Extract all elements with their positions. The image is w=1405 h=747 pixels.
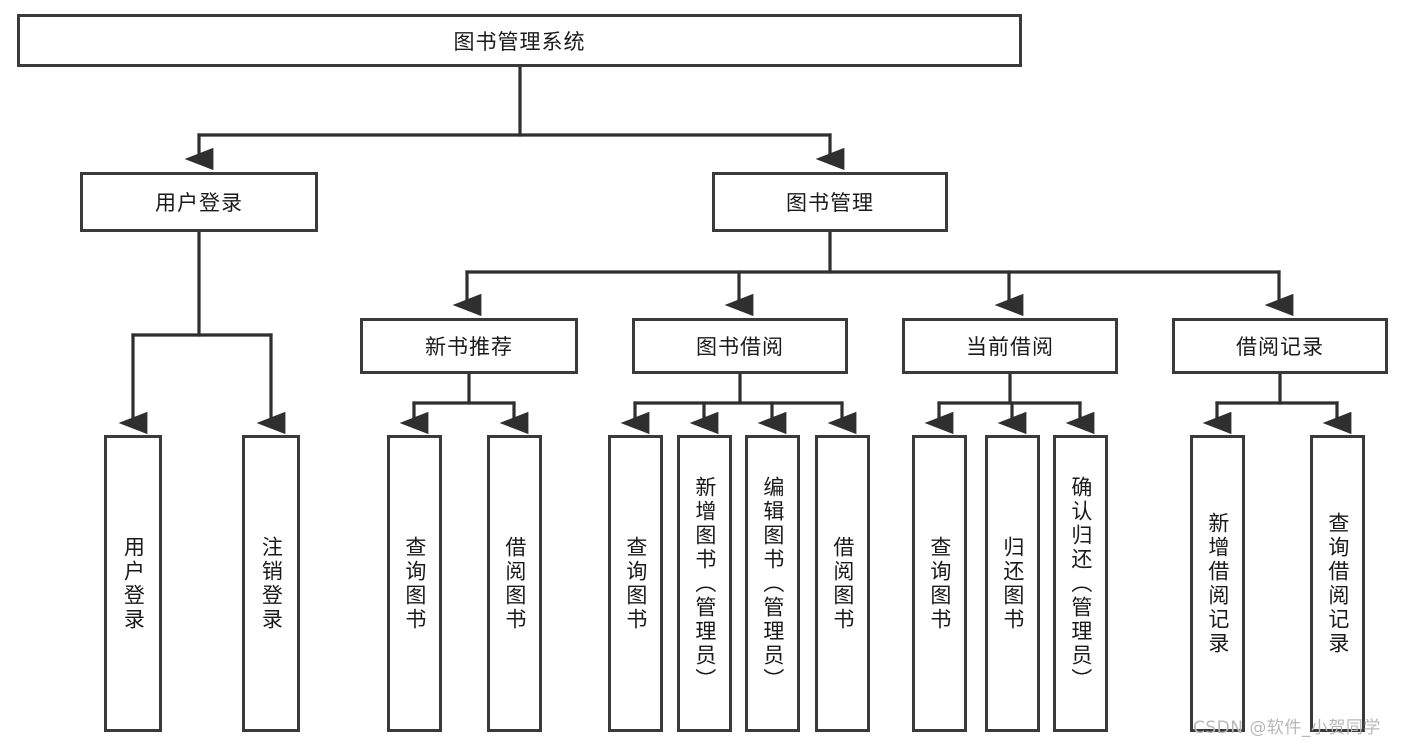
node-book-borrow[interactable]: 图书借阅 — [632, 318, 848, 374]
node-book-manage-label: 图书管理 — [786, 191, 874, 215]
node-leaf-query-book-2[interactable]: 查询图书 — [608, 435, 663, 732]
node-leaf-borrow-book-1[interactable]: 借阅图书 — [487, 435, 542, 732]
node-leaf-add-record[interactable]: 新增借阅记录 — [1190, 435, 1245, 732]
node-leaf-query-book-1-label: 查询图书 — [402, 535, 427, 632]
node-user-login-label: 用户登录 — [155, 191, 243, 215]
node-leaf-query-book-1[interactable]: 查询图书 — [387, 435, 442, 732]
node-leaf-query-record[interactable]: 查询借阅记录 — [1310, 435, 1365, 732]
node-leaf-query-book-2-label: 查询图书 — [623, 535, 648, 632]
node-leaf-borrow-book-1-label: 借阅图书 — [502, 535, 527, 632]
node-leaf-query-record-label: 查询借阅记录 — [1325, 511, 1350, 656]
node-leaf-user-logout-label: 注销登录 — [259, 535, 284, 632]
edge-group-user-login — [118, 230, 286, 435]
node-book-manage[interactable]: 图书管理 — [712, 172, 948, 232]
node-leaf-confirm-return[interactable]: 确认归还（管理员） — [1053, 435, 1108, 732]
edge-group-new-book-recommend — [399, 372, 529, 435]
edge-group-root — [184, 65, 845, 171]
node-leaf-confirm-return-label: 确认归还（管理员） — [1068, 475, 1093, 692]
node-leaf-user-login-label: 用户登录 — [121, 535, 146, 632]
node-leaf-edit-book[interactable]: 编辑图书（管理员） — [745, 435, 800, 732]
node-borrow-record-label: 借阅记录 — [1236, 335, 1324, 359]
node-user-login[interactable]: 用户登录 — [80, 172, 318, 232]
node-leaf-borrow-book-2-label: 借阅图书 — [830, 535, 855, 632]
node-current-borrow[interactable]: 当前借阅 — [902, 318, 1118, 374]
node-leaf-add-book-label: 新增图书（管理员） — [692, 475, 717, 692]
node-leaf-query-book-3-label: 查询图书 — [927, 535, 952, 632]
watermark-text: CSDN @软件_小贺同学 — [1193, 718, 1381, 738]
node-leaf-return-book-label: 归还图书 — [1000, 535, 1025, 632]
node-leaf-add-record-label: 新增借阅记录 — [1205, 511, 1230, 656]
node-leaf-edit-book-label: 编辑图书（管理员） — [760, 475, 785, 692]
edge-group-current-borrow — [924, 372, 1095, 435]
node-book-borrow-label: 图书借阅 — [696, 335, 784, 359]
node-leaf-add-book[interactable]: 新增图书（管理员） — [677, 435, 732, 732]
node-current-borrow-label: 当前借阅 — [966, 335, 1054, 359]
edge-group-book-manage — [452, 230, 1294, 317]
node-new-book-recommend[interactable]: 新书推荐 — [360, 318, 578, 374]
node-leaf-user-logout[interactable]: 注销登录 — [242, 435, 300, 732]
node-leaf-borrow-book-2[interactable]: 借阅图书 — [815, 435, 870, 732]
node-root[interactable]: 图书管理系统 — [17, 14, 1022, 67]
node-root-label: 图书管理系统 — [453, 29, 586, 54]
node-leaf-return-book[interactable]: 归还图书 — [985, 435, 1040, 732]
node-leaf-user-login[interactable]: 用户登录 — [104, 435, 162, 732]
edge-group-borrow-record — [1202, 372, 1352, 435]
node-borrow-record[interactable]: 借阅记录 — [1172, 318, 1388, 374]
node-leaf-query-book-3[interactable]: 查询图书 — [912, 435, 967, 732]
node-new-book-recommend-label: 新书推荐 — [425, 335, 513, 359]
edge-group-book-borrow — [620, 372, 857, 435]
